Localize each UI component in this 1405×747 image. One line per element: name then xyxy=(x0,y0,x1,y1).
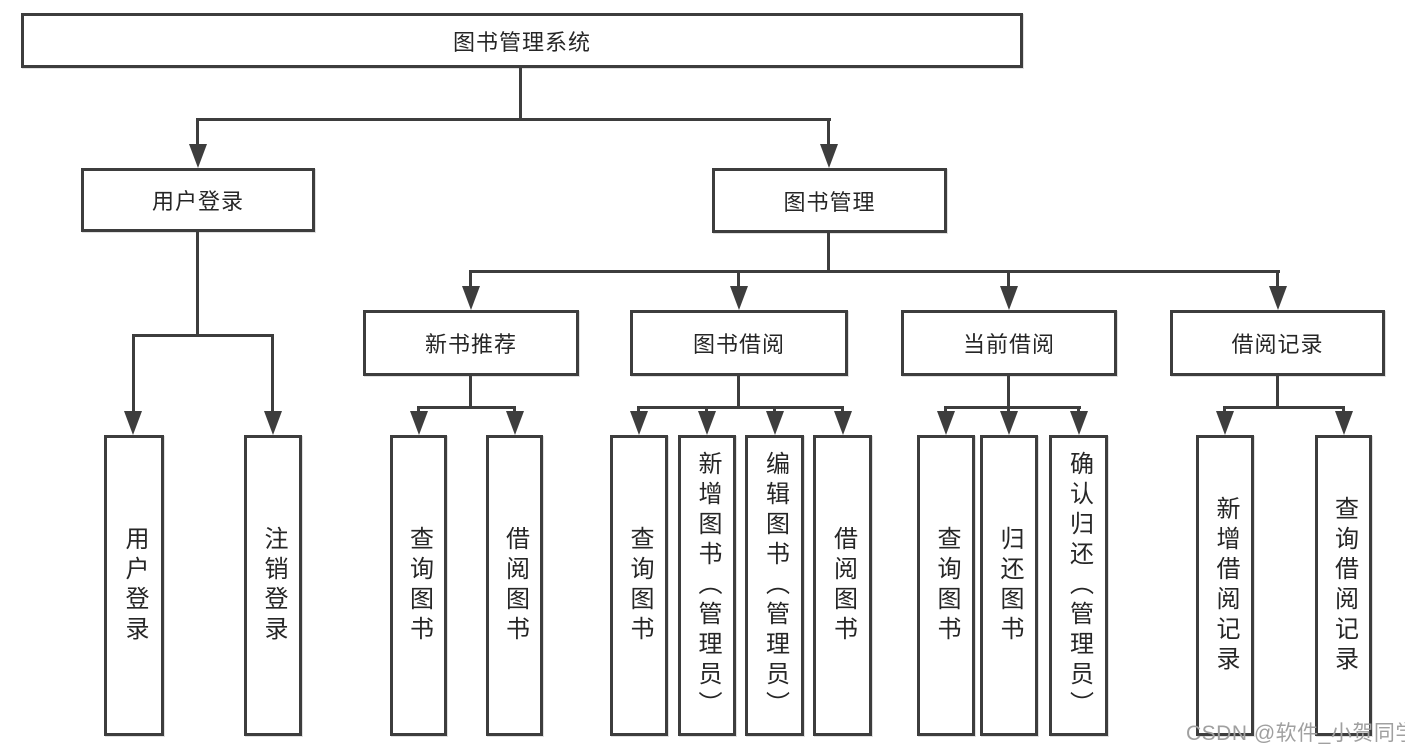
line-segment xyxy=(1077,406,1080,414)
arrowhead-icon xyxy=(766,411,784,435)
arrowhead-icon xyxy=(1000,286,1018,310)
node-new-book-recommend-label: 新书推荐 xyxy=(424,332,517,357)
node-new-book-recommend: 新书推荐 xyxy=(363,310,579,376)
leaf-logout: 注销登录 xyxy=(244,435,302,736)
leaf-borrow-books-2: 借阅图书 xyxy=(813,435,872,736)
arrowhead-icon xyxy=(1070,411,1088,435)
line-segment xyxy=(469,270,1280,273)
arrowhead-icon xyxy=(698,411,716,435)
line-segment xyxy=(132,334,135,414)
line-segment xyxy=(513,406,516,414)
line-segment xyxy=(944,406,1081,409)
line-segment xyxy=(519,66,522,120)
arrowhead-icon xyxy=(1216,411,1234,435)
node-book-borrow-label: 图书借阅 xyxy=(692,332,785,357)
line-segment xyxy=(132,334,274,337)
arrowhead-icon xyxy=(189,144,207,168)
leaf-query-books-current: 查询图书 xyxy=(917,435,975,736)
line-segment xyxy=(773,406,776,414)
line-segment xyxy=(196,118,831,121)
node-root: 图书管理系统 xyxy=(21,13,1023,68)
line-segment xyxy=(841,406,844,414)
line-segment xyxy=(271,334,274,414)
leaf-edit-book-admin: 编辑图书（管理员） xyxy=(745,435,804,736)
leaf-add-book-admin: 新增图书（管理员） xyxy=(678,435,736,736)
arrowhead-icon xyxy=(506,411,524,435)
leaf-return-book: 归还图书 xyxy=(980,435,1038,736)
arrowhead-icon xyxy=(462,286,480,310)
arrowhead-icon xyxy=(834,411,852,435)
line-segment xyxy=(417,406,516,409)
node-user-login-label: 用户登录 xyxy=(151,189,244,214)
node-root-label: 图书管理系统 xyxy=(452,29,591,55)
leaf-confirm-return-admin: 确认归还（管理员） xyxy=(1049,435,1108,736)
line-segment xyxy=(827,118,830,146)
line-segment xyxy=(1276,270,1279,288)
line-segment xyxy=(1223,406,1345,409)
line-segment xyxy=(637,406,844,409)
line-segment xyxy=(196,230,199,336)
line-segment xyxy=(737,270,740,288)
leaf-query-books-recommend: 查询图书 xyxy=(390,435,447,736)
arrowhead-icon xyxy=(1335,411,1353,435)
leaf-query-books-borrow: 查询图书 xyxy=(610,435,668,736)
node-book-management: 图书管理 xyxy=(712,168,947,233)
line-segment xyxy=(737,374,740,408)
node-current-borrow: 当前借阅 xyxy=(901,310,1117,376)
line-segment xyxy=(637,406,640,414)
arrowhead-icon xyxy=(124,411,142,435)
line-segment xyxy=(1223,406,1226,414)
line-segment xyxy=(1276,374,1279,408)
node-current-borrow-label: 当前借阅 xyxy=(962,332,1055,357)
line-segment xyxy=(827,230,830,272)
line-segment xyxy=(1007,406,1010,414)
leaf-query-borrow-record: 查询借阅记录 xyxy=(1315,435,1372,736)
arrowhead-icon xyxy=(1000,411,1018,435)
arrowhead-icon xyxy=(730,286,748,310)
leaf-borrow-books-recommend: 借阅图书 xyxy=(486,435,543,736)
arrowhead-icon xyxy=(264,411,282,435)
arrowhead-icon xyxy=(410,411,428,435)
line-segment xyxy=(705,406,708,414)
arrowhead-icon xyxy=(820,144,838,168)
node-book-borrow: 图书借阅 xyxy=(630,310,848,376)
node-borrow-records: 借阅记录 xyxy=(1170,310,1385,376)
arrowhead-icon xyxy=(630,411,648,435)
line-segment xyxy=(1007,270,1010,288)
line-segment xyxy=(1007,374,1010,408)
node-user-login: 用户登录 xyxy=(81,168,315,232)
watermark: CSDN @软件_小贺同学 xyxy=(1186,722,1405,745)
line-segment xyxy=(469,374,472,408)
line-segment xyxy=(417,406,420,414)
arrowhead-icon xyxy=(937,411,955,435)
line-segment xyxy=(1342,406,1345,414)
arrowhead-icon xyxy=(1269,286,1287,310)
node-book-management-label: 图书管理 xyxy=(783,189,876,215)
node-borrow-records-label: 借阅记录 xyxy=(1231,332,1324,357)
line-segment xyxy=(196,118,199,146)
line-segment xyxy=(469,270,472,288)
line-segment xyxy=(944,406,947,414)
leaf-add-borrow-record: 新增借阅记录 xyxy=(1196,435,1254,736)
leaf-user-login: 用户登录 xyxy=(104,435,164,736)
